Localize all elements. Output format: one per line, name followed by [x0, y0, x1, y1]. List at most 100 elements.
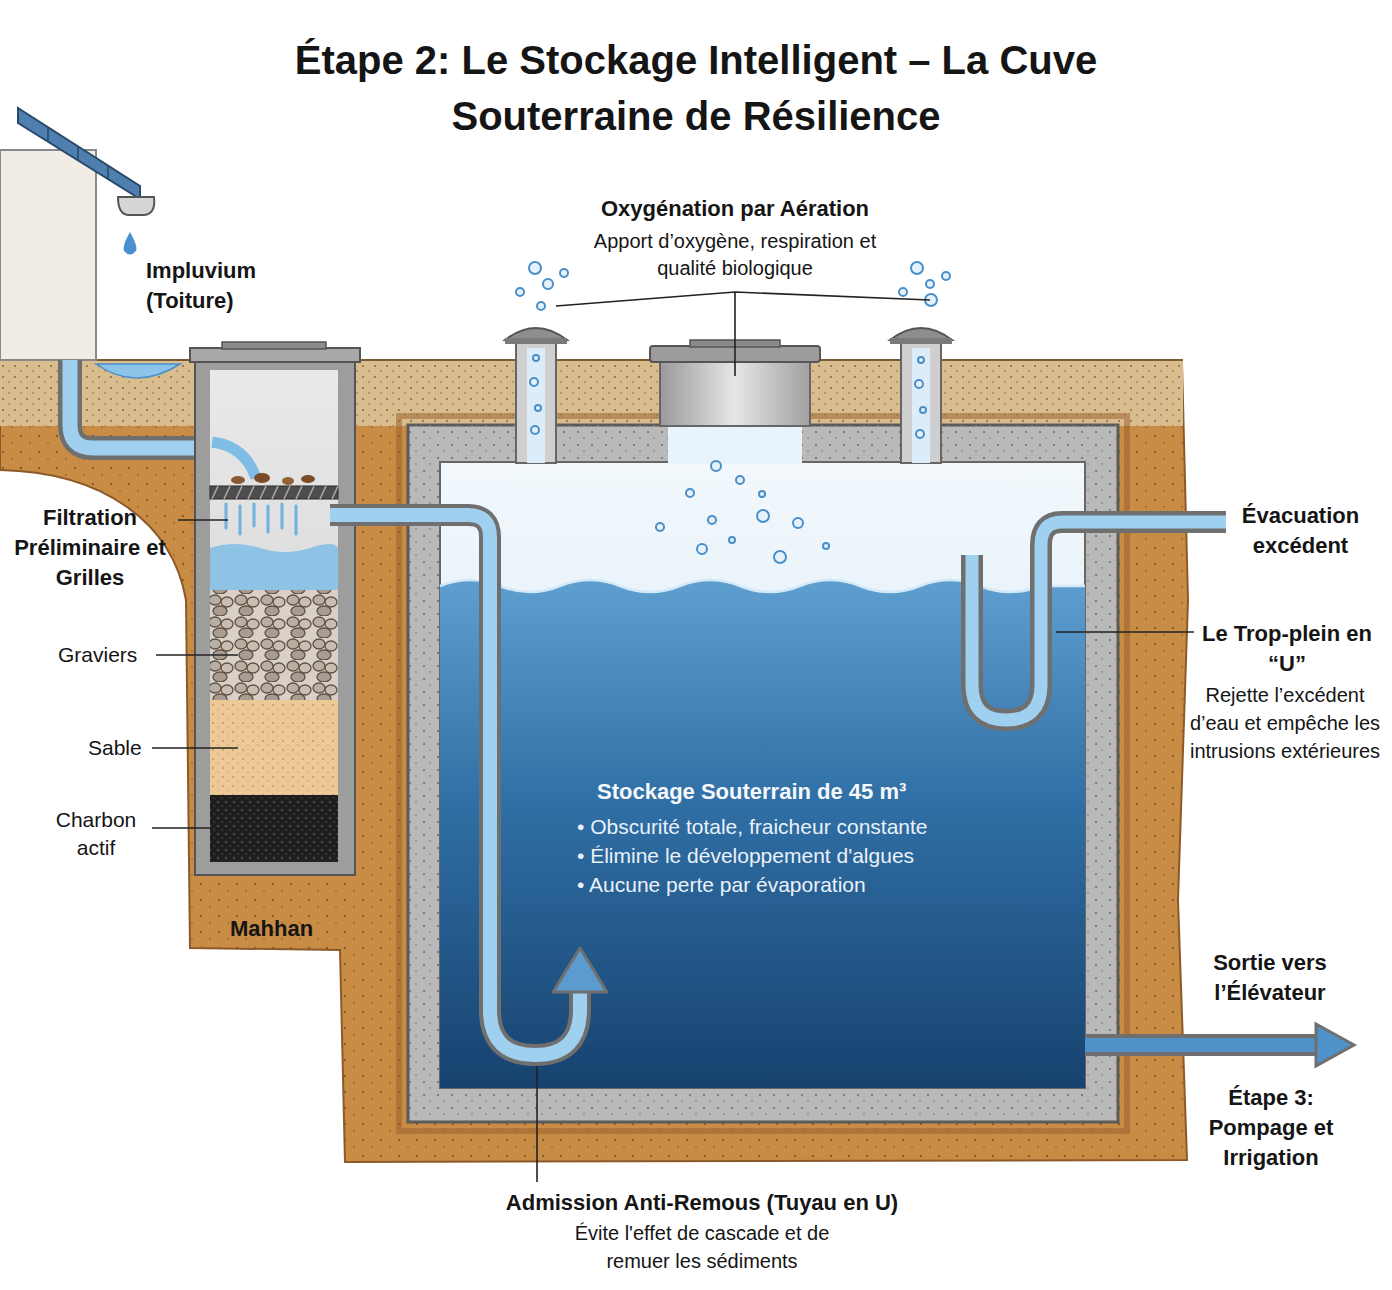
lid-handle — [222, 342, 326, 349]
bubble — [899, 288, 907, 296]
bubble — [535, 405, 541, 411]
layer-label: Charbon actif — [44, 806, 148, 862]
pipe-casing — [972, 522, 1226, 720]
bubble — [711, 461, 721, 471]
gravel-layer — [210, 590, 338, 700]
roof-pipe — [70, 360, 212, 448]
manhole-opening — [668, 424, 802, 464]
pipe-arrowhead — [553, 948, 607, 992]
vent-pipe — [516, 338, 556, 463]
ditch-water — [96, 364, 180, 378]
leader-line — [178, 519, 228, 521]
bubble — [543, 279, 553, 289]
pipe-stub-casing — [330, 504, 357, 526]
bubble — [686, 489, 694, 497]
roof-tile — [77, 147, 79, 161]
soil-rim — [399, 416, 1127, 1131]
layer-label: Sable — [88, 734, 150, 762]
pipe-water — [70, 360, 212, 448]
outlet-arrowhead — [1316, 1024, 1354, 1066]
bubble — [759, 491, 765, 497]
pipe-water — [355, 515, 580, 1055]
debris — [231, 476, 245, 484]
bubble — [918, 357, 924, 363]
bubble — [915, 380, 923, 388]
tank-water — [440, 580, 1085, 1088]
leader-line — [536, 1066, 538, 1182]
leader-lines — [152, 292, 1194, 1182]
tank-bullet: • Obscurité totale, fraicheur constante — [577, 812, 1077, 841]
callout-heading: Admission Anti-Remous (Tuyau en U) — [402, 1188, 1002, 1218]
vent-pipe — [901, 338, 941, 463]
bubble — [697, 544, 707, 554]
roof-tile — [47, 128, 49, 142]
bubble — [729, 537, 735, 543]
gutter — [118, 197, 154, 215]
debris — [254, 473, 270, 483]
pipe-casing — [70, 360, 212, 448]
house — [0, 108, 154, 360]
air-bubbles — [516, 262, 950, 563]
bubble — [708, 516, 716, 524]
bubble — [560, 269, 568, 277]
soil-texture — [0, 362, 1188, 1162]
vent-cap-rim — [505, 338, 567, 344]
bubble — [920, 407, 926, 413]
leader-line — [556, 292, 930, 376]
pipe-casing — [355, 515, 580, 1055]
storage-tank: Stockage Souterrain de 45 m³ • Obscurité … — [440, 462, 1085, 1088]
tank-bullet: • Aucune perte par évaporation — [577, 870, 1077, 899]
bubble — [537, 302, 545, 310]
grille — [210, 486, 338, 499]
callout-heading: Oxygénation par Aération — [485, 194, 985, 224]
roof-tile — [107, 166, 109, 180]
part-label: Étape 3: Pompage et Irrigation — [1196, 1083, 1346, 1173]
tank-bullet: • Élimine le développement d'algues — [577, 841, 1077, 870]
soil — [0, 360, 1188, 1162]
callout-heading: Le Trop-plein en “U” — [1196, 619, 1378, 679]
bubble — [757, 510, 769, 522]
bubble — [529, 262, 541, 274]
part-label: Impluvium (Toiture) — [146, 256, 278, 316]
bubble — [531, 426, 539, 434]
debris — [282, 477, 294, 485]
roof — [18, 108, 140, 199]
water-surface — [440, 580, 1085, 592]
title-heading: Étape 2: Le Stockage Intelligent – La Cu… — [216, 32, 1176, 144]
bubble — [774, 551, 786, 563]
storage-tank — [408, 340, 1118, 1122]
leader-line — [156, 654, 238, 656]
grille-hatch — [212, 486, 338, 499]
pipe-casing — [1085, 1034, 1322, 1056]
house-wall — [0, 150, 96, 360]
bubble — [736, 476, 744, 484]
bubble — [533, 355, 539, 361]
vent-cap-rim — [890, 338, 952, 344]
soil — [0, 362, 1188, 1162]
bubble — [656, 523, 664, 531]
pipe-stub-water — [330, 508, 357, 522]
chamber-wall — [195, 358, 355, 875]
bubble — [942, 272, 950, 280]
chamber-lid — [190, 348, 360, 362]
tank-heading: Stockage Souterrain de 45 m³ — [597, 777, 1067, 807]
inlet-pipe — [355, 515, 607, 1055]
pouring-water — [212, 442, 256, 478]
vent-bore — [527, 348, 545, 463]
leader-line — [152, 747, 238, 749]
part-label: Filtration Préliminaire et Grilles — [4, 503, 176, 593]
bubble — [823, 543, 829, 549]
bubble — [530, 378, 538, 386]
filter-drips — [226, 504, 296, 534]
rain-drop — [124, 232, 137, 255]
bubble — [516, 288, 524, 296]
debris — [301, 475, 315, 483]
air-vent — [505, 328, 952, 463]
tank-concrete — [408, 425, 1118, 1122]
pipe-water — [972, 522, 1226, 720]
filter-chamber — [190, 342, 360, 875]
bubble — [926, 280, 934, 288]
tank-air — [440, 462, 1085, 1088]
